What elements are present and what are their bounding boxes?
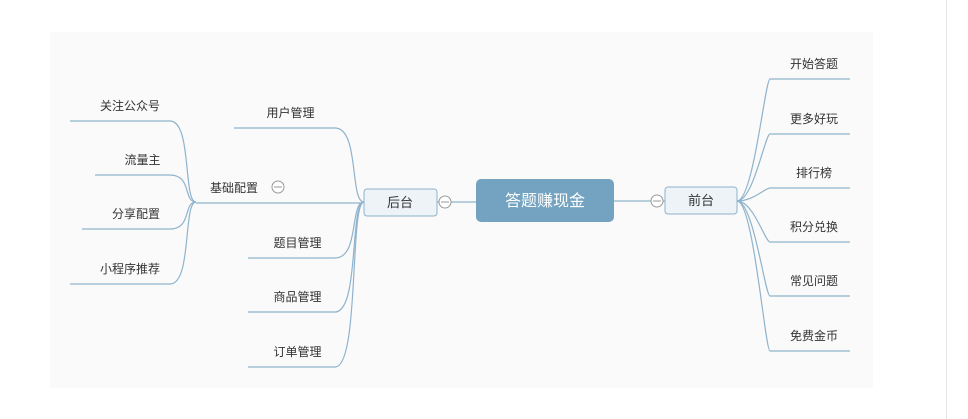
topic-4[interactable]: 商品管理 [273, 289, 321, 304]
frontend-topic-3[interactable]: 排行榜 [796, 165, 832, 180]
connector-line [334, 201, 365, 368]
connector-line [736, 78, 771, 202]
frontend-topic-6[interactable]: 免费金币 [790, 328, 838, 343]
topic-2[interactable]: 基础配置 [210, 181, 258, 195]
topic-3[interactable]: 题目管理 [273, 235, 321, 250]
connector-line [736, 133, 771, 202]
collapse-icon[interactable] [650, 194, 664, 208]
frontend-topic-5[interactable]: 常见问题 [790, 274, 838, 288]
collapse-icon[interactable] [438, 195, 452, 209]
node-frontend[interactable]: 前台 [664, 186, 738, 215]
topic-1[interactable]: 用户管理 [266, 105, 314, 120]
connector-line [169, 120, 197, 203]
scrollbar[interactable] [946, 0, 947, 419]
subtopic-3[interactable]: 分享配置 [112, 206, 160, 221]
subtopic-4[interactable]: 小程序推荐 [100, 261, 160, 276]
subtopic-2[interactable]: 流量主 [124, 153, 160, 167]
node-backend[interactable]: 后台 [363, 188, 438, 217]
frontend-topic-4[interactable]: 积分兑换 [790, 220, 838, 234]
connector-line [736, 200, 771, 352]
connector-line [169, 174, 197, 203]
connector-line [334, 127, 365, 203]
subtopic-1[interactable]: 关注公众号 [100, 98, 160, 113]
connector-line [169, 201, 197, 285]
topic-5[interactable]: 订单管理 [273, 344, 321, 359]
connector-line [334, 201, 365, 259]
connector-line [736, 200, 771, 297]
root-label: 答题赚现金 [505, 191, 585, 210]
root-node[interactable]: 答题赚现金 [476, 179, 614, 222]
frontend-topic-1[interactable]: 开始答题 [790, 56, 838, 71]
frontend-label: 前台 [688, 193, 714, 209]
connector-line [736, 200, 771, 243]
frontend-topic-2[interactable]: 更多好玩 [790, 112, 838, 126]
backend-label: 后台 [387, 196, 413, 211]
connector-line [736, 187, 771, 202]
collapse-icon[interactable] [271, 180, 285, 194]
